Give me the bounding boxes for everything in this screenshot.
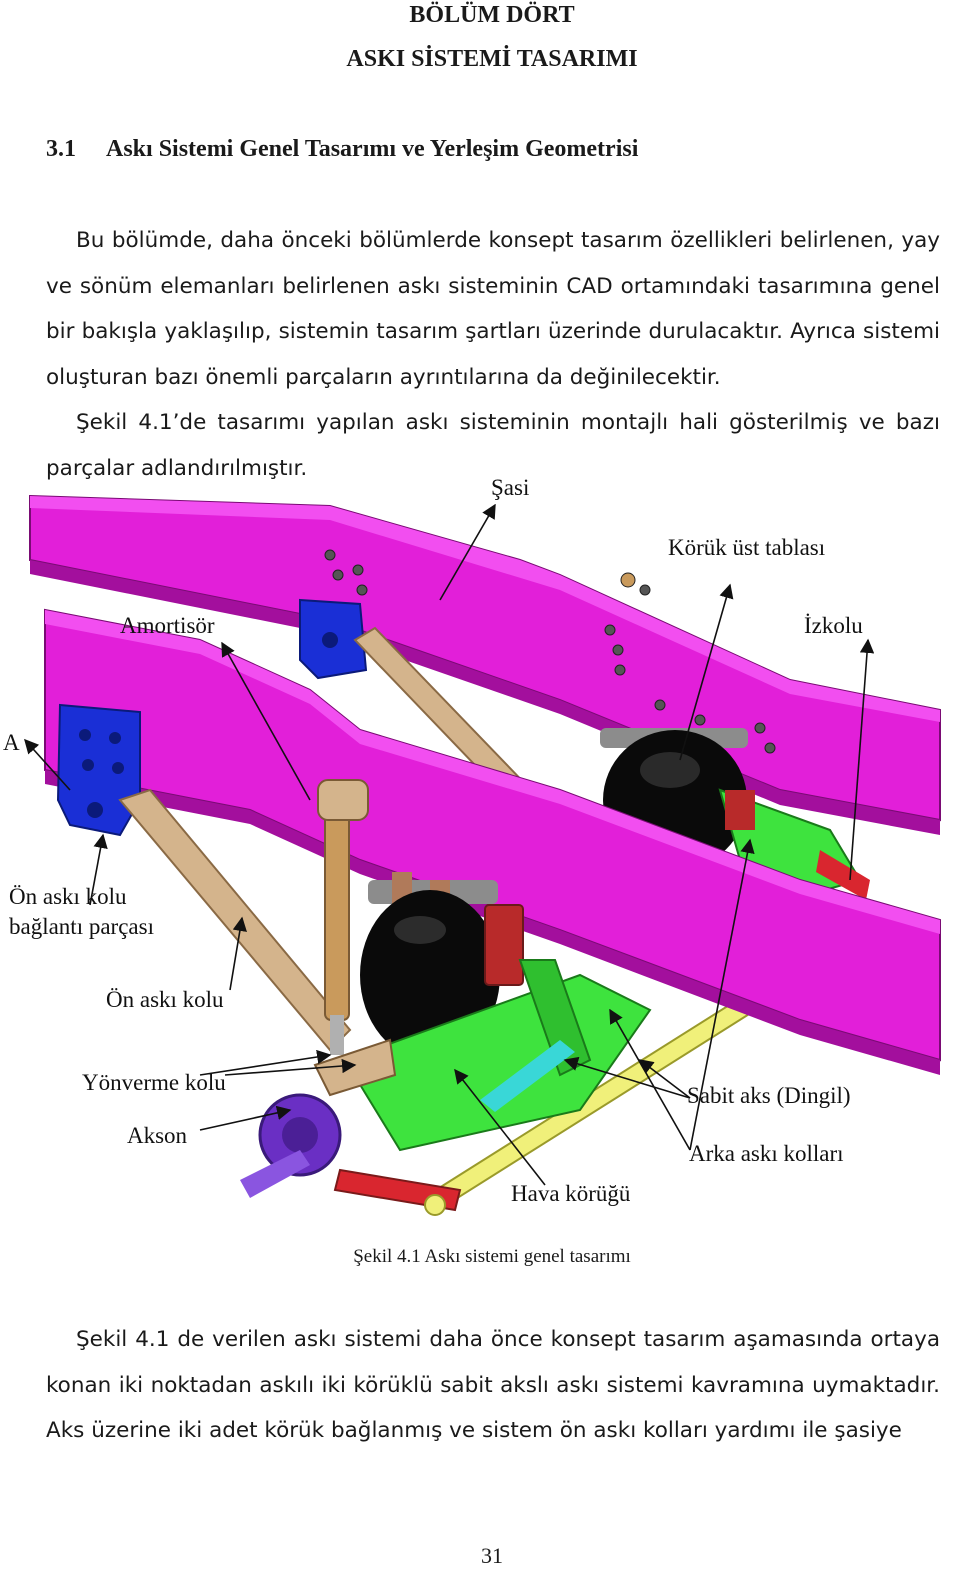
label-on-aski-kolu-baglanti-line2: bağlantı parçası [9,914,154,939]
label-akson: Akson [127,1123,188,1148]
label-amortisor: Amortisör [120,613,215,638]
section-heading: 3.1 Askı Sistemi Genel Tasarımı ve Yerleş… [46,136,638,163]
figure-caption: Şekil 4.1 Askı sistemi genel tasarımı [353,1246,631,1267]
leader-arrows [24,503,875,1186]
chassis-bolts [324,549,776,754]
section-title: Askı Sistemi Genel Tasarımı ve Yerleşim … [106,136,639,162]
suspension-assembly-figure [24,494,941,1216]
shock-absorber [317,779,369,1055]
front-axle-seat [343,959,652,1152]
chapter-title: ASKI SİSTEMİ TASARIMI [346,46,638,72]
rear-bracket [299,598,368,680]
label-a: A [3,730,20,755]
front-chassis-rail [44,608,941,1075]
chapter-number: BÖLÜM DÖRT [409,2,575,28]
label-hava-korugu: Hava körüğü [511,1181,631,1206]
section-number: 3.1 [46,136,76,162]
label-sabit-aks: Sabit aks (Dingil) [687,1083,851,1108]
label-arka-aski-kollari: Arka askı kolları [689,1141,844,1166]
page-number: 31 [481,1543,503,1568]
label-koruk-ust-tablasi: Körük üst tablası [668,535,826,560]
label-yonverme-kolu: Yönverme kolu [82,1070,226,1095]
label-sasi: Şasi [491,475,530,500]
wheel-hub [240,1093,342,1198]
steering-ball-joint [424,1194,446,1216]
label-izkolu: İzkolu [804,613,863,638]
figure-reference-paragraph: Şekil 4.1’de tasarımı yapılan askı siste… [46,410,940,481]
after-figure-paragraph: Şekil 4.1 de verilen askı sistemi daha ö… [46,1327,940,1443]
front-bracket-plate [484,904,524,986]
front-arm-bracket [56,703,141,837]
label-on-aski-kolu-baglanti-line1: Ön askı kolu [9,884,127,909]
intro-paragraph: Bu bölümde, daha önceki bölümlerde konse… [46,228,940,390]
label-on-aski-kolu: Ön askı kolu [106,987,224,1012]
